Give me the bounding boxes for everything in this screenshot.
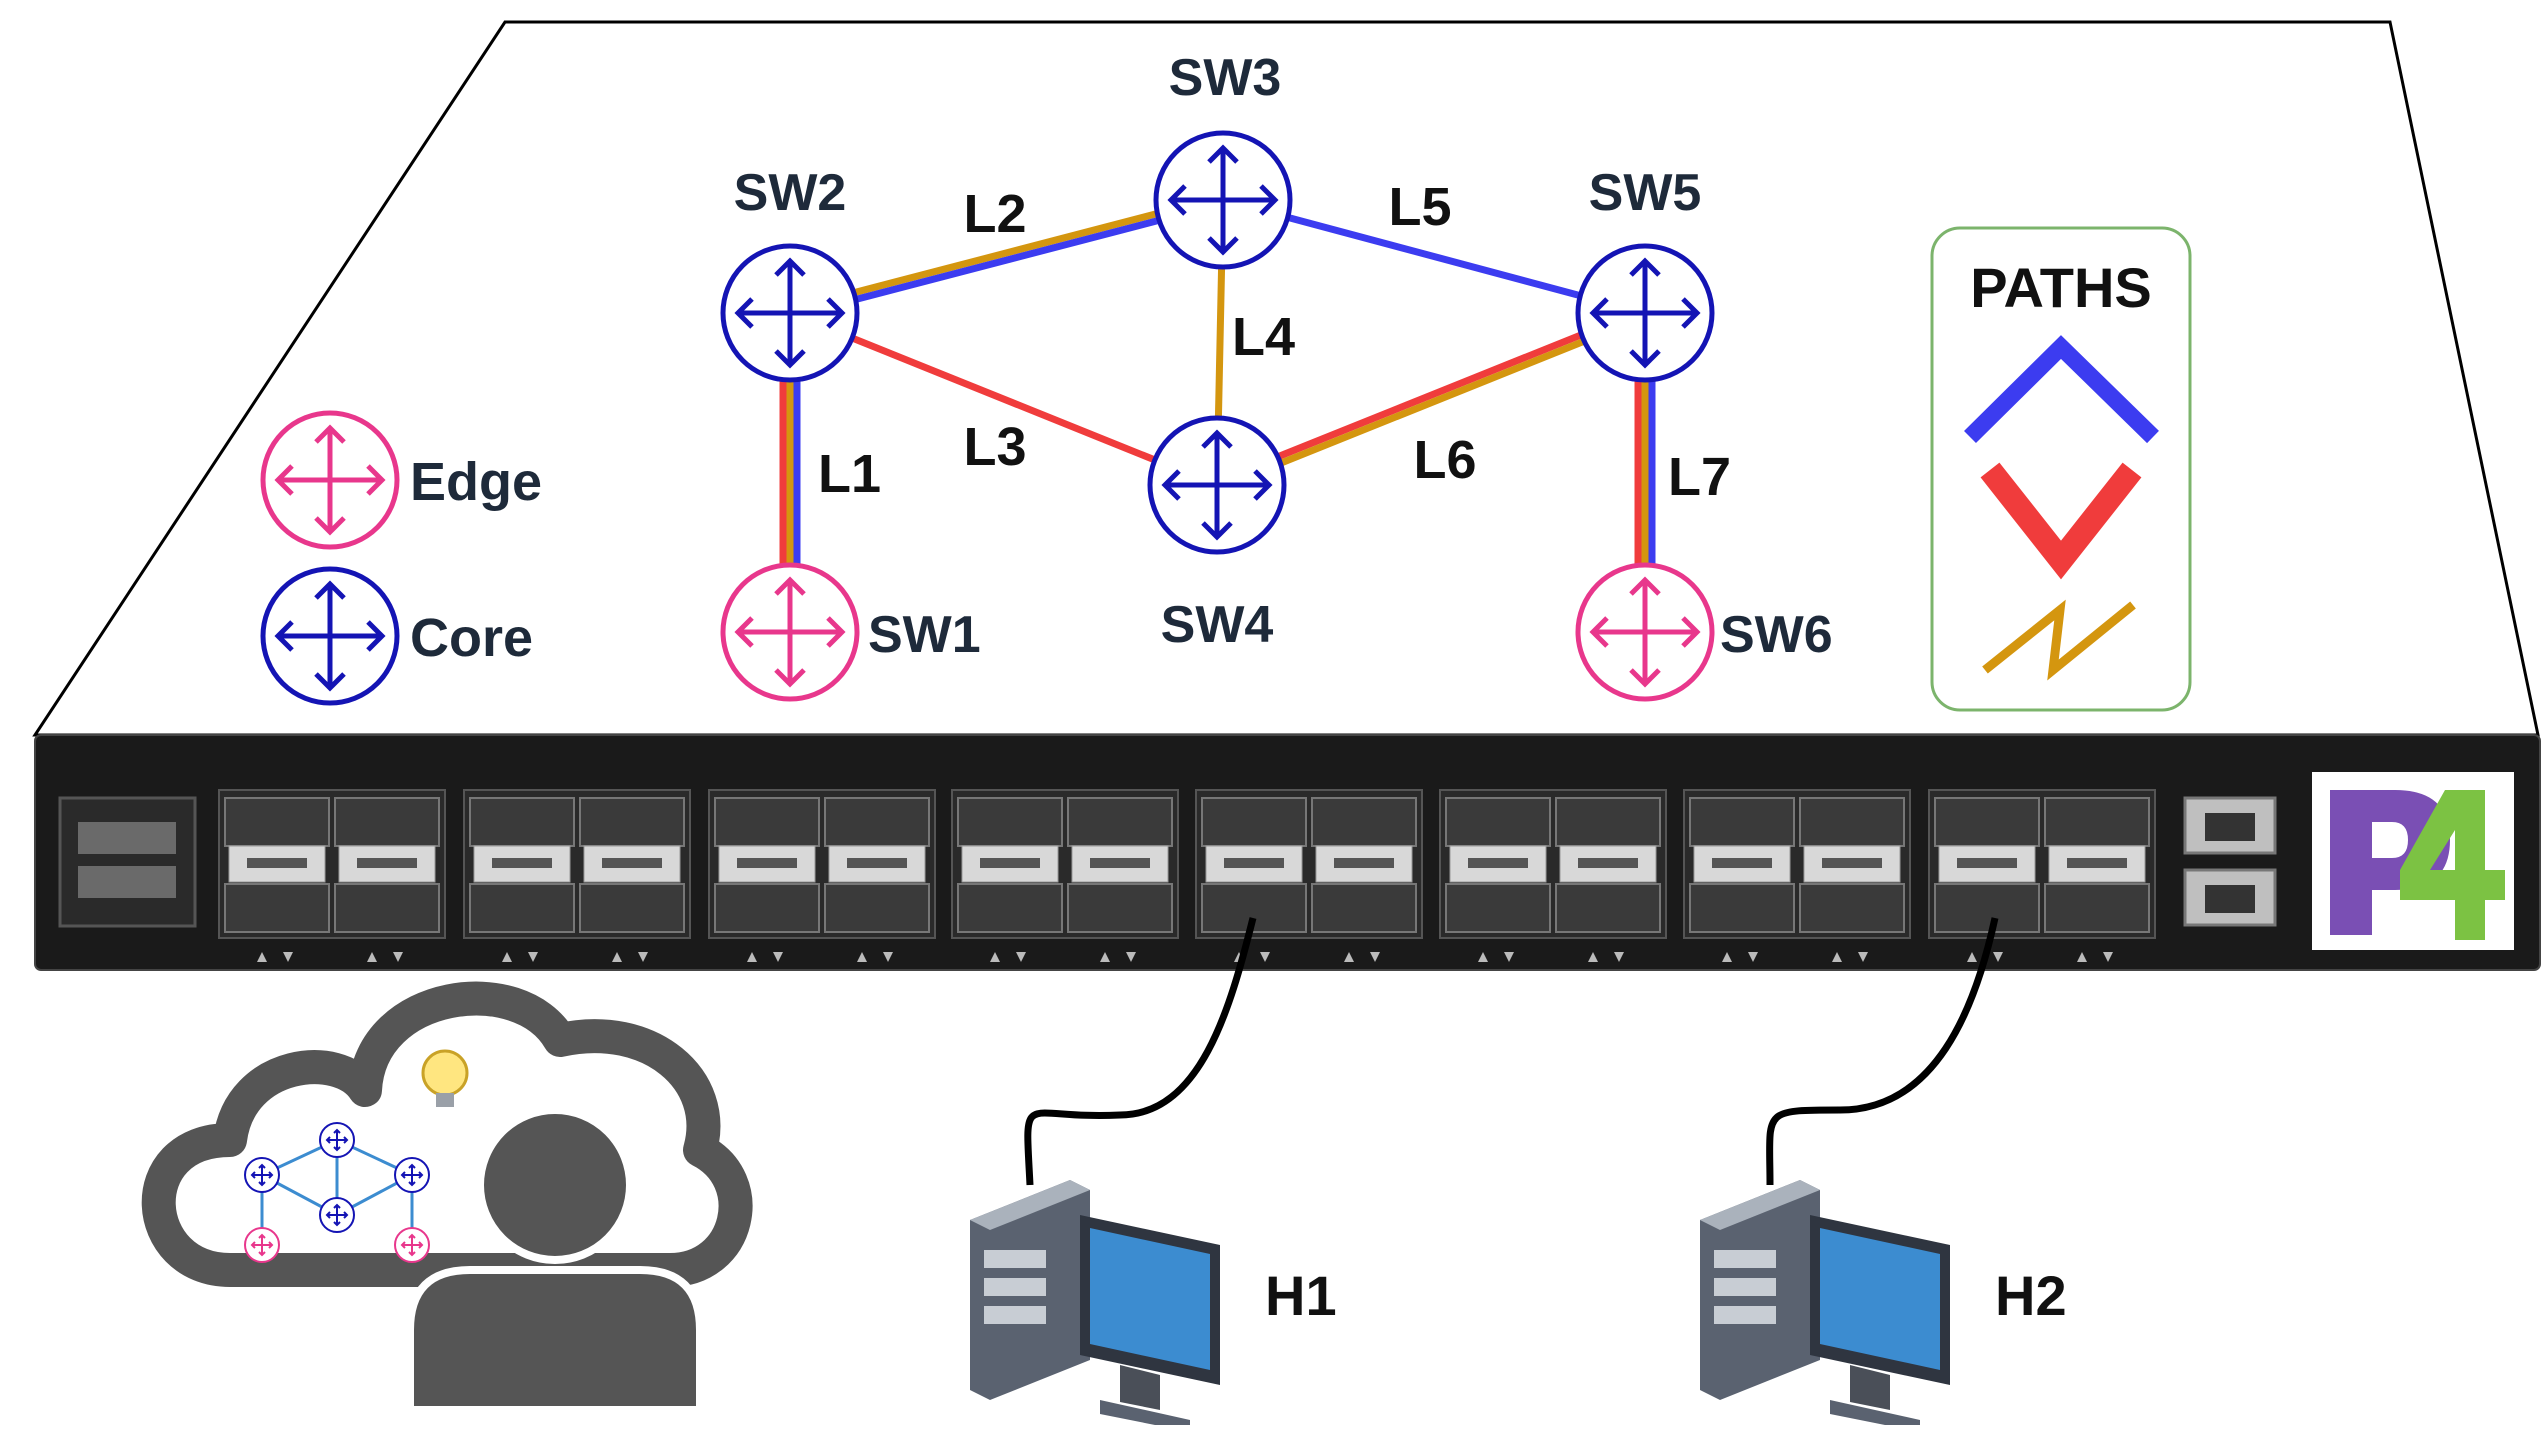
l5-label: L5 (1388, 177, 1451, 237)
qsfp-port-group (708, 789, 936, 962)
qsfp-port-group (1928, 789, 2156, 962)
red-path-icon (1980, 462, 2142, 580)
legend-edge-label: Edge (410, 452, 542, 512)
sw5-label: SW5 (1589, 164, 1702, 222)
host-h1-computer (970, 1180, 1220, 1430)
l3-label: L3 (963, 417, 1026, 477)
l2-label: L2 (963, 184, 1026, 244)
legend-node-types: Edge Core (260, 410, 542, 706)
link-l5 (1222, 196, 1646, 317)
sw6-label: SW6 (1720, 606, 1833, 664)
rj45-ports (2183, 796, 2277, 927)
qsfp-port-group (1683, 789, 1911, 962)
p4-logo (2312, 772, 2514, 950)
sw2-label: SW2 (734, 164, 847, 222)
link-l3 (788, 309, 1219, 489)
cable-h1 (1024, 917, 1257, 1186)
link-l2-path-stripe (789, 200, 1225, 320)
host-h2-computer (1700, 1180, 1950, 1430)
lightbulb-icon (421, 1049, 469, 1107)
l6-label: L6 (1413, 430, 1476, 490)
mini-topology-icon (244, 1122, 430, 1263)
mgmt-sfp-ports (58, 796, 197, 928)
qsfp-port-group (1439, 789, 1667, 962)
link-l5-path-stripe (1222, 196, 1646, 317)
link-l3-path-stripe (788, 309, 1219, 489)
cloud-icon (141, 981, 753, 1287)
qsfp-port-group (218, 789, 446, 962)
chassis-top-surface (32, 20, 2540, 737)
core-switch-icon (260, 566, 400, 706)
l1-label: L1 (818, 444, 881, 504)
l7-label: L7 (1668, 447, 1731, 507)
gold-path-icon (1982, 599, 2136, 681)
legend-core-label: Core (410, 608, 533, 668)
sw3-switch-icon (1153, 130, 1293, 270)
l4-label: L4 (1232, 307, 1295, 367)
paths-title: PATHS (1970, 256, 2151, 319)
switches-layer (720, 130, 1715, 702)
sw4-switch-icon (1147, 415, 1287, 555)
link-l6-path-stripe (1214, 306, 1646, 486)
qsfp-port-group (951, 789, 1179, 962)
sw1-label: SW1 (868, 606, 981, 664)
sw4-label: SW4 (1161, 596, 1274, 654)
edge-switch-icon (260, 410, 400, 550)
qsfp-port-group (463, 789, 691, 962)
qsfp-port-group (1195, 789, 1423, 962)
host-h1-label: H1 (1265, 1264, 1337, 1327)
link-l2-path-stripe (788, 193, 1224, 314)
host-h2-label: H2 (1995, 1264, 2067, 1327)
person-icon (406, 1106, 704, 1414)
sw6-switch-icon (1575, 562, 1715, 702)
switch-front-panel (34, 734, 2541, 971)
cable-h2 (1766, 917, 1999, 1186)
legend-paths: PATHS (1930, 226, 2192, 712)
sw2-switch-icon (720, 243, 860, 383)
link-l2 (788, 193, 1225, 320)
link-l6 (1214, 306, 1648, 492)
sw3-label: SW3 (1169, 49, 1282, 107)
link-l6-path-stripe (1216, 312, 1648, 492)
sw1-switch-icon (720, 562, 860, 702)
sw5-switch-icon (1575, 243, 1715, 383)
port-groups (218, 789, 2156, 962)
blue-path-icon (1964, 335, 2159, 444)
